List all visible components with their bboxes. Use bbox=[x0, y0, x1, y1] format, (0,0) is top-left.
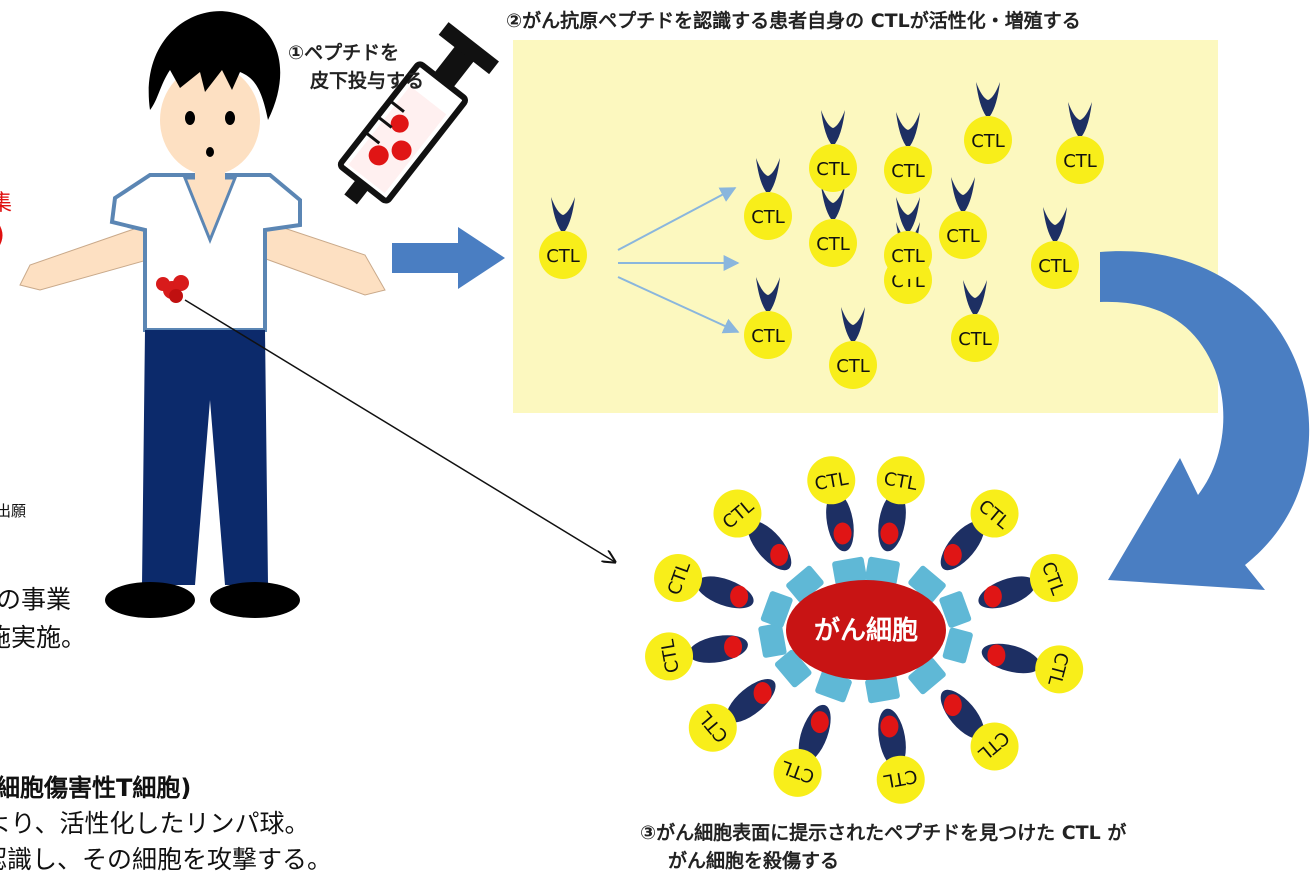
attacking-ctl: CTL bbox=[807, 456, 867, 586]
step1-label-line2: 皮下投与する bbox=[310, 70, 425, 92]
left-fragment-small: 出願 bbox=[0, 502, 27, 520]
cancer-cell bbox=[786, 580, 946, 680]
ctl-label: CTL bbox=[816, 234, 850, 255]
proceed-arrow-icon bbox=[392, 227, 505, 289]
cancer-cell-label: がん細胞 bbox=[814, 615, 918, 646]
ctl-label: CTL bbox=[958, 329, 992, 350]
ctl-label: CTL bbox=[1038, 256, 1072, 277]
ctl-label: CTL bbox=[946, 226, 980, 247]
ctl-cell: CTL bbox=[939, 177, 987, 259]
attacking-ctl: CTL bbox=[645, 623, 787, 681]
ctl-cell: CTL bbox=[809, 185, 857, 267]
ctl-cell: CTL bbox=[744, 277, 792, 359]
left-fragment-heading: 細胞傷害性T細胞) bbox=[0, 774, 192, 802]
step3-label-line2: がん細胞を殺傷する bbox=[668, 850, 840, 872]
patient-figure bbox=[19, 11, 386, 618]
curved-arrow-icon bbox=[1100, 251, 1310, 590]
attacking-ctl: CTL bbox=[908, 489, 1019, 603]
ctl-label: CTL bbox=[891, 246, 925, 267]
ctl-cell: CTL bbox=[884, 112, 932, 194]
attacking-ctl: CTL bbox=[908, 657, 1019, 771]
ctl-label: CTL bbox=[891, 161, 925, 182]
ctl-cell: CTL bbox=[951, 280, 999, 362]
ctl-cell: CTL bbox=[1056, 102, 1104, 184]
left-fragment-desc1: より、活性化したリンパ球。 bbox=[0, 809, 310, 838]
ctl-cell: CTL bbox=[884, 197, 932, 279]
ctl-label: CTL bbox=[546, 246, 580, 267]
left-fragment-red-1: 集 bbox=[0, 191, 13, 216]
attacking-ctl: CTL bbox=[865, 674, 925, 804]
attacking-ctl: CTL bbox=[713, 489, 824, 603]
ctl-cell: CTL bbox=[809, 110, 857, 192]
left-fragment-line-b: 施実施。 bbox=[0, 623, 87, 652]
attacking-ctl: CTL bbox=[942, 627, 1084, 694]
ctl-cell: CTL bbox=[744, 158, 792, 240]
attacking-ctl: CTL bbox=[865, 456, 925, 586]
ctl-label: CTL bbox=[971, 131, 1005, 152]
attacking-ctl: CTL bbox=[939, 554, 1078, 628]
attacking-ctl: CTL bbox=[654, 554, 793, 628]
ctl-label: CTL bbox=[836, 356, 870, 377]
attacking-ctl: CTL bbox=[773, 670, 852, 797]
ctl-cell: CTL bbox=[829, 307, 877, 389]
ctl-cell: CTL bbox=[539, 197, 587, 279]
step1-label-line1: ①ペプチドを bbox=[288, 42, 400, 64]
syringe-icon bbox=[337, 22, 499, 205]
ctl-label: CTL bbox=[816, 159, 850, 180]
ctl-cell-group: CTLCTLCTLCTLCTLCTLCTLCTLCTLCTLCTLCTLCTLC… bbox=[539, 82, 1104, 389]
tumor-pointer-arrow bbox=[184, 299, 615, 562]
ctl-cell: CTL bbox=[1031, 207, 1079, 289]
left-fragment-line-a: の事業 bbox=[0, 585, 72, 614]
step3-label-line1: ③がん細胞表面に提示されたペプチドを見つけた CTL が bbox=[640, 822, 1127, 844]
ctl-label: CTL bbox=[751, 326, 785, 347]
ctl-label: CTL bbox=[1063, 151, 1097, 172]
left-fragment-desc2: 認識し、その細胞を攻撃する。 bbox=[0, 845, 333, 874]
left-fragment-red-2: ) bbox=[0, 218, 5, 251]
attacking-ctl: CTL bbox=[688, 649, 812, 752]
ctl-label: CTL bbox=[751, 207, 785, 228]
ctl-cell: CTL bbox=[964, 82, 1012, 164]
step2-title: ②がん抗原ペプチドを認識する患者自身の CTLが活性化・増殖する bbox=[506, 10, 1081, 32]
